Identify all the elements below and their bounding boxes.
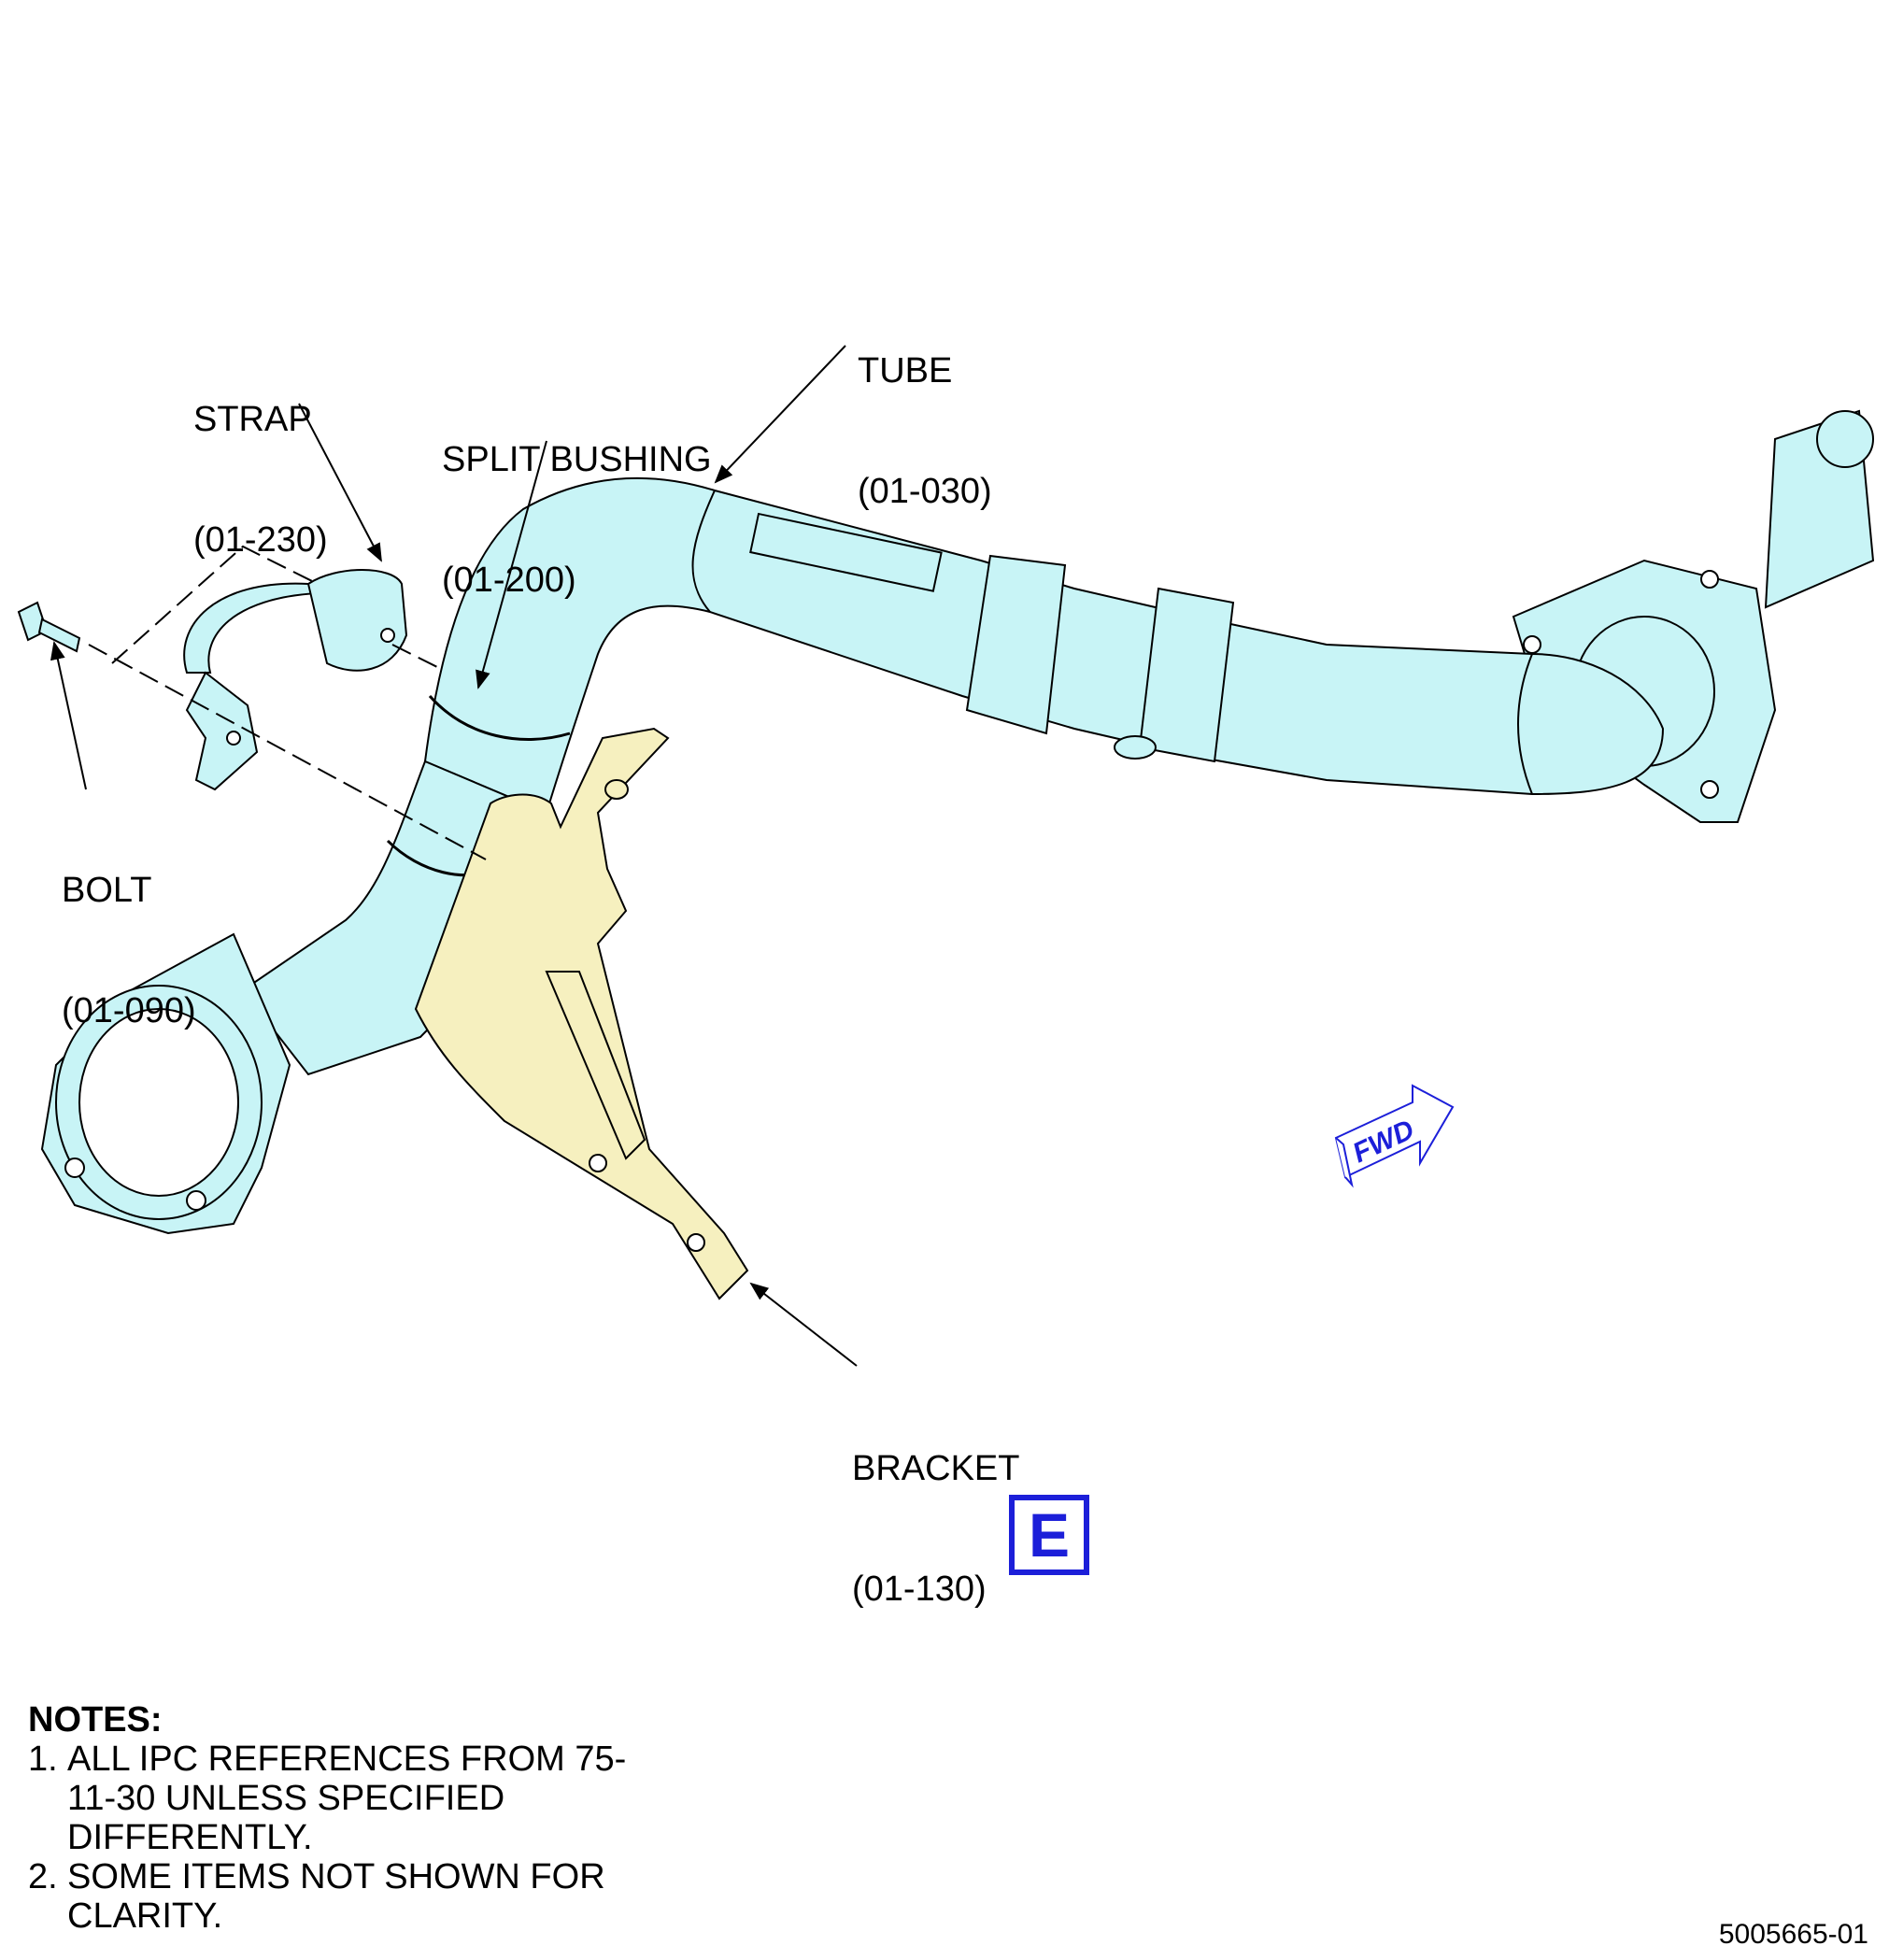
tube-body [423, 476, 1665, 815]
strap-label: STRAP [193, 400, 312, 439]
right-flange-fitting [1512, 409, 1875, 823]
bolt-callout: BOLT (01-090) [62, 790, 196, 1072]
drawing-number: 5005665-01 [1718, 1919, 1868, 1950]
bolt-ref: (01-090) [62, 991, 196, 1030]
bolt-label: BOLT [62, 871, 152, 910]
note-item: 1. ALL IPC REFERENCES FROM 75-11-30 UNLE… [28, 1740, 628, 1857]
tube-label: TUBE [858, 351, 953, 391]
view-label: E [1028, 1500, 1071, 1569]
note-number: 1. [28, 1740, 58, 1779]
bracket-label: BRACKET [852, 1449, 1020, 1488]
notes-block: NOTES: 1. ALL IPC REFERENCES FROM 75-11-… [28, 1700, 628, 1936]
bracket-ref: (01-130) [852, 1569, 987, 1609]
lower-left-fitting [40, 760, 548, 1235]
assembly-centerlines [88, 545, 487, 860]
strap-callout: STRAP (01-230) [193, 320, 328, 601]
strap-ref: (01-230) [193, 520, 328, 560]
fwd-arrow-icon: FWD [1334, 1084, 1455, 1188]
bolt-shape [17, 601, 81, 653]
notes-title: NOTES: [28, 1700, 163, 1740]
note-text: SOME ITEMS NOT SHOWN FOR CLARITY. [67, 1857, 605, 1936]
bracket-shape [414, 727, 749, 1300]
leader-lines [50, 345, 858, 1367]
split-bushing-label: SPLIT BUSHING [442, 440, 712, 479]
tube-ref: (01-030) [858, 472, 992, 511]
tube-callout: TUBE (01-030) [858, 271, 992, 552]
note-number: 2. [28, 1857, 58, 1896]
split-bushing-ref: (01-200) [442, 561, 576, 600]
note-item: 2. SOME ITEMS NOT SHOWN FOR CLARITY. [28, 1857, 628, 1936]
bracket-callout: BRACKET (01-130) [852, 1369, 1019, 1650]
view-label-box: E [1009, 1495, 1089, 1575]
strap-shape [183, 569, 408, 791]
note-text: ALL IPC REFERENCES FROM 75-11-30 UNLESS … [67, 1740, 627, 1857]
split-bushing-callout: SPLIT BUSHING (01-200) [442, 360, 712, 641]
